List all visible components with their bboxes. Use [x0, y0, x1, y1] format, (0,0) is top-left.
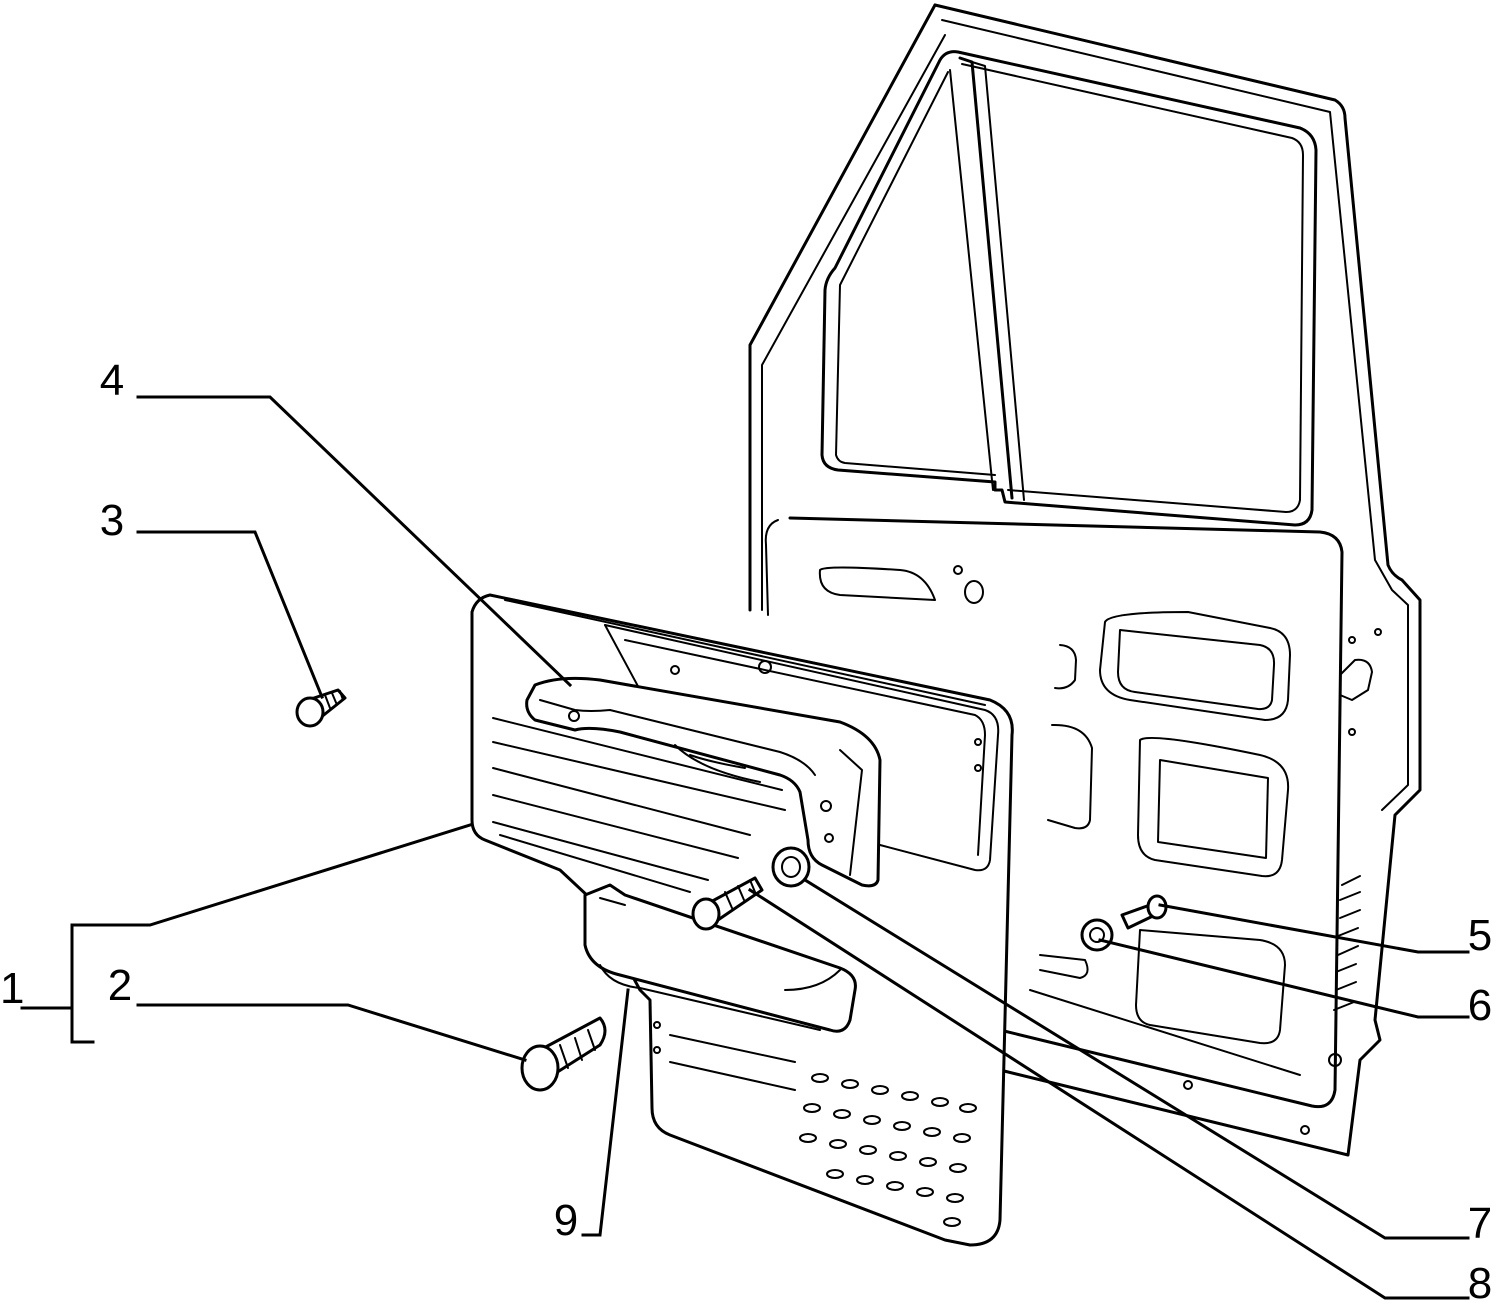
- screw-item-5: [1120, 894, 1168, 930]
- callout-4: 4: [100, 356, 124, 405]
- washer-item-6: [1080, 918, 1114, 952]
- callout-6: 6: [1468, 981, 1492, 1030]
- speaker-grille: [799, 1073, 977, 1227]
- callout-9: 9: [554, 1196, 578, 1245]
- callout-8: 8: [1468, 1259, 1492, 1307]
- callout-1: 1: [0, 964, 24, 1013]
- screw-item-3: [295, 688, 347, 728]
- callout-labels: 1 2 3 4 5 6 7 8 9: [0, 356, 1492, 1307]
- armrest-handle: [525, 676, 882, 888]
- washer-item-7: [771, 846, 811, 888]
- leader-lines: [20, 395, 1470, 1300]
- door-pocket: [583, 883, 857, 1033]
- door-shell: [748, 3, 1422, 1157]
- callout-5: 5: [1468, 911, 1492, 960]
- callout-7: 7: [1468, 1199, 1492, 1248]
- screw-item-8: [691, 876, 764, 931]
- callout-3: 3: [100, 496, 124, 545]
- clip-item-2: [520, 1016, 607, 1092]
- callout-2: 2: [108, 961, 132, 1010]
